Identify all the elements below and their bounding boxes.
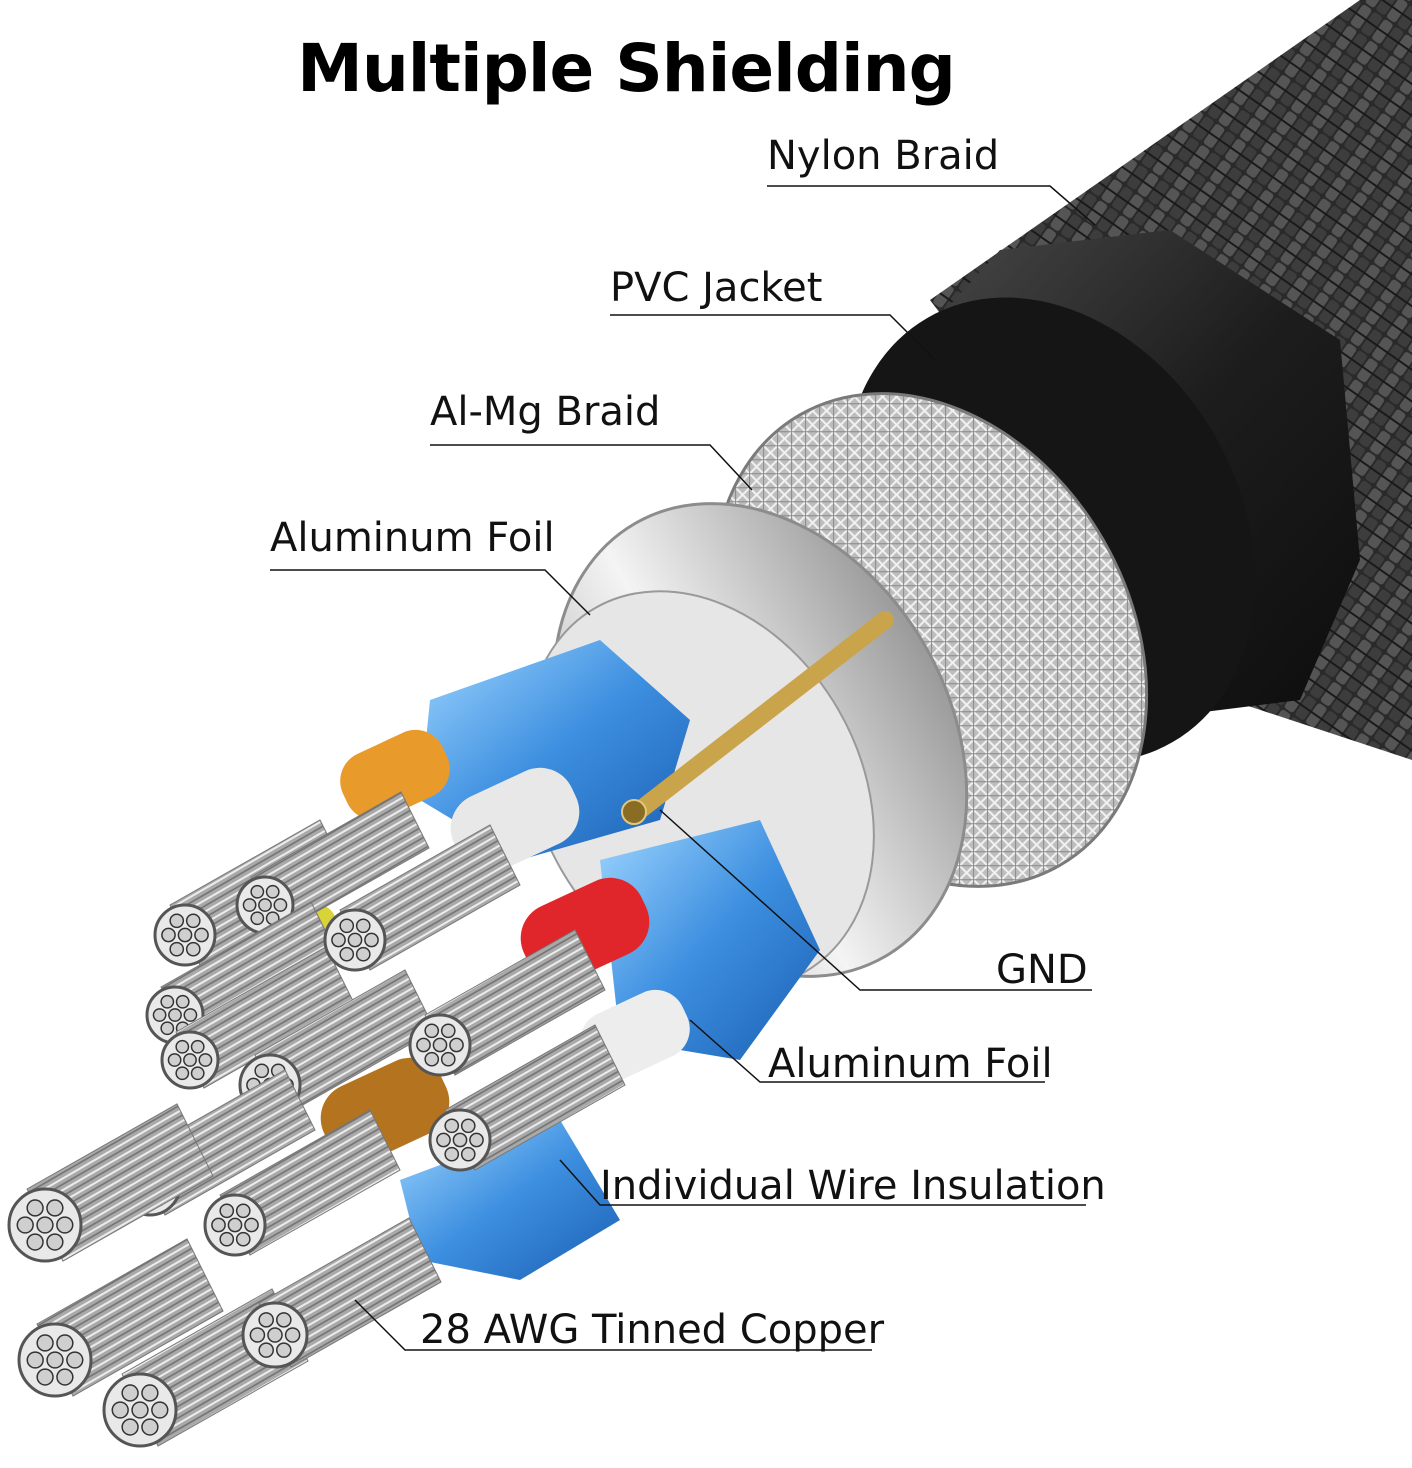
- leader-lines: [270, 185, 1096, 1351]
- label-al-mg-braid: Al-Mg Braid: [430, 389, 661, 435]
- page-title: Multiple Shielding: [297, 30, 956, 107]
- leader-aluminum-foil-inner: [689, 1019, 1045, 1083]
- label-aluminum-foil-inner: Aluminum Foil: [768, 1041, 1053, 1087]
- copper-strands: [7, 791, 626, 1448]
- gnd-wire: [621, 611, 894, 825]
- leader-al-mg-braid: [430, 444, 753, 491]
- leader-tinned-copper: [354, 1299, 872, 1351]
- label-pvc-jacket: PVC Jacket: [610, 265, 823, 311]
- label-gnd: GND: [996, 947, 1088, 993]
- label-nylon-braid: Nylon Braid: [767, 133, 1000, 179]
- inner-blue-foil-layer: [400, 640, 820, 1280]
- label-aluminum-foil-outer: Aluminum Foil: [270, 515, 555, 561]
- leader-pvc-jacket: [610, 314, 936, 361]
- leader-wire-insulation: [559, 1159, 1086, 1206]
- label-wire-insulation: Individual Wire Insulation: [600, 1163, 1106, 1209]
- leader-gnd: [659, 809, 1092, 991]
- label-tinned-copper: 28 AWG Tinned Copper: [420, 1307, 885, 1353]
- leader-aluminum-foil-outer: [270, 569, 591, 616]
- leader-nylon-braid: [767, 185, 1096, 226]
